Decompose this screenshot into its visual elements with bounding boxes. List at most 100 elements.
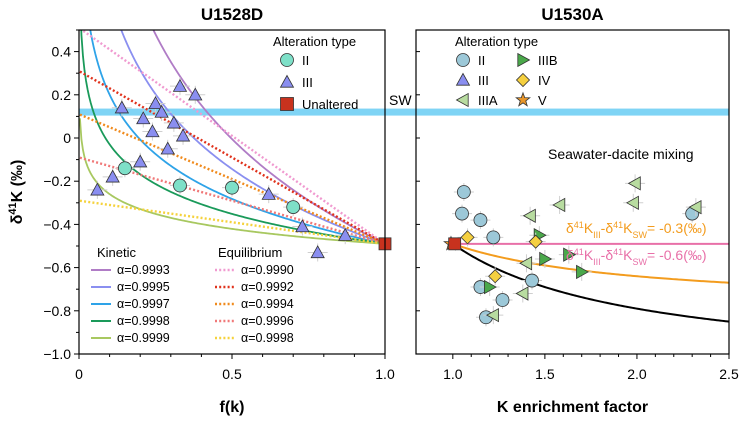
legend-label-ii: II bbox=[478, 53, 485, 68]
data-point-iii bbox=[310, 245, 325, 259]
data-point-iii bbox=[133, 154, 148, 168]
legend-label-iii: III bbox=[302, 75, 313, 90]
data-point-iiia bbox=[486, 307, 499, 323]
data-point-iii bbox=[166, 115, 182, 129]
ann03-part: III bbox=[593, 230, 601, 240]
data-point-iiia bbox=[519, 256, 533, 271]
y-tick-label: −1.0 bbox=[43, 346, 71, 362]
y-axis-label: δ41K (‰) bbox=[7, 160, 26, 225]
model-legend-items: α=0.9993α=0.9995α=0.9997α=0.9998α=0.9999… bbox=[91, 263, 294, 345]
data-point-iv bbox=[488, 269, 503, 284]
data-point-iii bbox=[154, 104, 169, 118]
data-point-ii bbox=[173, 178, 187, 193]
ann06-part: = -0.6(‰) bbox=[647, 247, 707, 263]
kinetic-curve bbox=[89, 30, 385, 245]
legend-label-iiib: IIIB bbox=[538, 53, 558, 68]
model-legend: Kinetic Equilibrium α=0.9993 α=0.9995 α=0.… bbox=[91, 245, 294, 345]
data-point-iii bbox=[105, 169, 120, 183]
data-point-ii bbox=[495, 293, 510, 307]
data-point-iiia bbox=[627, 176, 641, 191]
equilibrium-legend-title: Equilibrium bbox=[218, 245, 282, 260]
legend-marker-ii bbox=[280, 53, 294, 67]
kinetic-legend-title: Kinetic bbox=[97, 245, 137, 260]
ann06-part: 41 bbox=[574, 247, 584, 257]
legend-marker-ii bbox=[456, 53, 470, 67]
y-axis-label-superscript: 41 bbox=[7, 202, 19, 214]
data-point-ii bbox=[118, 161, 132, 176]
data-point-ii bbox=[525, 273, 539, 288]
legend-label-iiia: IIIA bbox=[478, 93, 498, 108]
data-point-ii bbox=[486, 230, 501, 245]
legend-label-v: V bbox=[538, 93, 547, 108]
data-point-iii bbox=[295, 219, 310, 233]
y-axis-label-delta: δ bbox=[9, 214, 26, 224]
ann03-part: SW bbox=[633, 230, 648, 240]
data-point-iii bbox=[175, 128, 191, 142]
x-tick-label: 2.0 bbox=[627, 366, 647, 382]
x-tick-label: 1.0 bbox=[443, 366, 463, 382]
legend-marker-iii bbox=[455, 72, 471, 86]
ann06-part: III bbox=[593, 257, 601, 267]
mixing-annotation: Seawater-dacite mixing bbox=[548, 146, 694, 162]
x-tick-label: 1.5 bbox=[535, 366, 555, 382]
ann06-part: -δ bbox=[601, 247, 614, 263]
data-point-ii bbox=[286, 200, 301, 215]
data-point-iii bbox=[261, 186, 276, 200]
ann03-part: -δ bbox=[601, 220, 614, 236]
legend-label-iii: III bbox=[478, 73, 489, 88]
y-tick-label: 0.2 bbox=[52, 87, 72, 103]
data-point-iiia bbox=[688, 199, 702, 215]
data-point-iiia bbox=[522, 208, 536, 223]
right-plot-frame bbox=[415, 29, 730, 355]
kinetic-legend-label: α=0.9995 bbox=[117, 280, 170, 294]
data-point-iii bbox=[160, 141, 175, 155]
legend-label-ii: II bbox=[302, 53, 309, 68]
ann06-part: 41 bbox=[613, 247, 623, 257]
x-tick-label: 2.5 bbox=[719, 366, 739, 382]
mixing-curve-seawater bbox=[452, 243, 729, 323]
sw-label: SW bbox=[389, 92, 412, 108]
legend-marker-unaltered bbox=[280, 97, 294, 111]
annotation-minus-0-6: δ41KIII-δ41KSW= -0.6(‰) bbox=[566, 247, 707, 267]
data-point-iiia bbox=[625, 195, 639, 210]
data-point-iii bbox=[172, 78, 188, 92]
data-point-iii bbox=[338, 227, 353, 241]
legend-marker-iii bbox=[279, 74, 295, 88]
data-point-iii bbox=[136, 111, 151, 125]
x-tick-label: 0 bbox=[75, 366, 83, 382]
y-tick-label: −0.6 bbox=[43, 260, 71, 276]
left-model-curves bbox=[79, 30, 385, 246]
y-tick-label: −0.4 bbox=[43, 216, 71, 232]
left-x-axis-label: f(k) bbox=[220, 399, 245, 416]
kinetic-legend-label: α=0.9997 bbox=[117, 297, 170, 311]
data-point-iiia bbox=[552, 197, 566, 213]
right-panel-title: U1530A bbox=[541, 5, 603, 24]
data-point-iiib bbox=[539, 251, 553, 267]
kinetic-legend-label: α=0.9998 bbox=[117, 314, 170, 328]
data-point-iiia bbox=[515, 286, 529, 301]
ann03-part: δ bbox=[566, 220, 574, 236]
equilibrium-curve bbox=[79, 30, 385, 245]
data-point-iv bbox=[460, 230, 475, 245]
y-tick-label: 0.4 bbox=[52, 44, 72, 60]
data-point-iiib bbox=[484, 279, 497, 295]
kinetic-legend-label: α=0.9993 bbox=[117, 263, 170, 277]
right-data-points bbox=[443, 174, 706, 327]
data-point-iiib bbox=[563, 247, 577, 262]
ann06-part: δ bbox=[566, 247, 574, 263]
right-axes: 1.0 1.5 2.0 2.5 bbox=[416, 51, 739, 382]
ann03-part: K bbox=[623, 220, 633, 236]
seawater-band bbox=[79, 108, 729, 116]
data-point-iii bbox=[188, 87, 203, 101]
ann03-part: 41 bbox=[574, 220, 584, 230]
kinetic-curve bbox=[79, 118, 385, 245]
ann06-part: SW bbox=[633, 257, 648, 267]
ann03-part: K bbox=[584, 220, 594, 236]
equilibrium-legend-label: α=0.9998 bbox=[241, 331, 294, 345]
